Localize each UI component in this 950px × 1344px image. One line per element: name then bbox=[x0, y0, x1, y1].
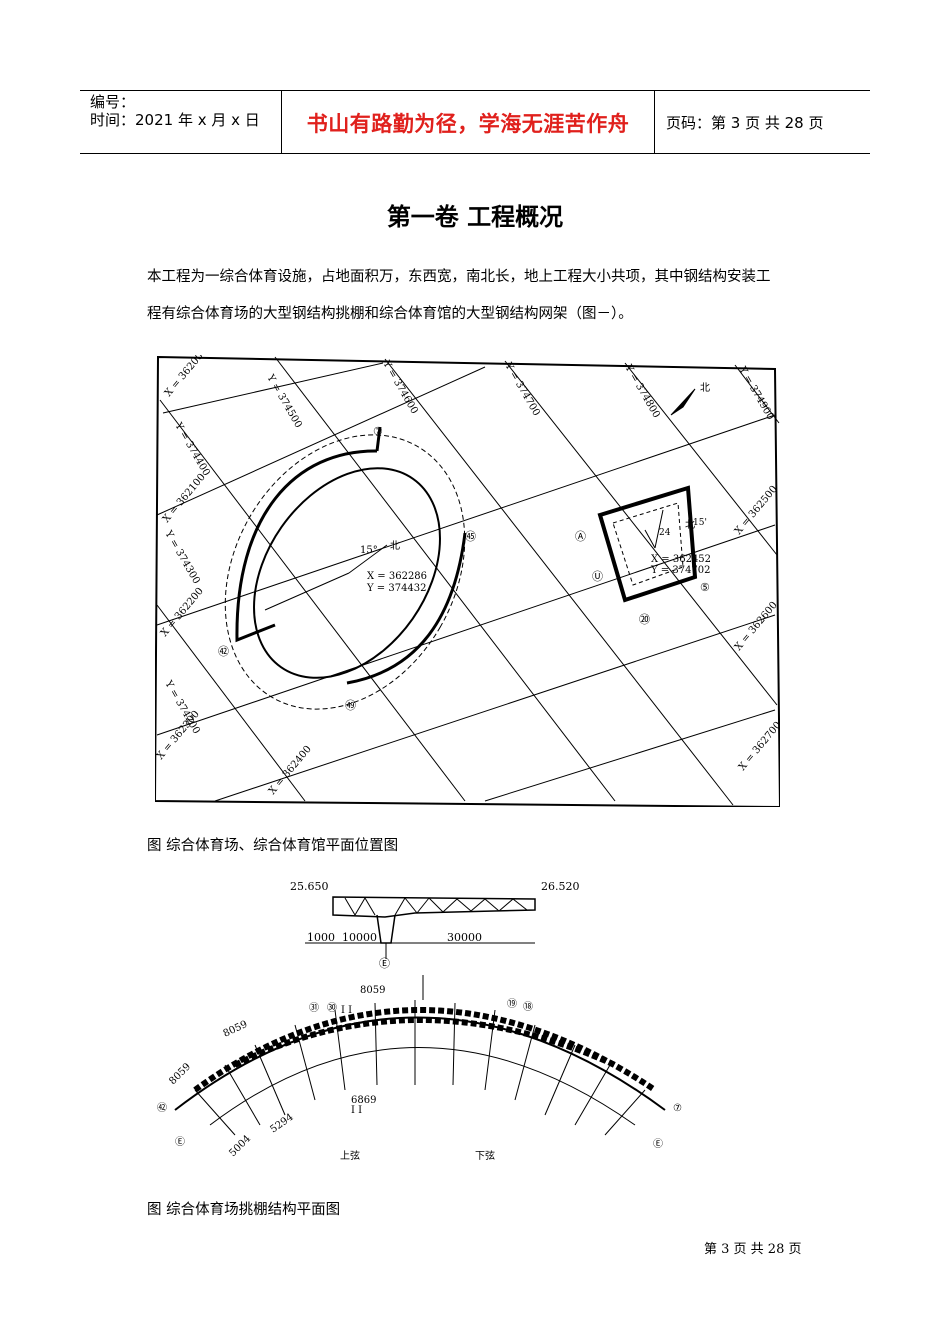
angle-label: 15° bbox=[360, 545, 378, 556]
grid-label: X = 362100 bbox=[161, 472, 208, 525]
span-label: 8059 bbox=[167, 1061, 193, 1087]
time-line: 时间：2021 年 x 月 x 日 bbox=[90, 111, 260, 129]
gym-plan bbox=[597, 485, 698, 603]
grid-label: X = 362300 bbox=[155, 709, 202, 762]
angle-label: 15' bbox=[693, 518, 707, 528]
dimension-label: 30000 bbox=[447, 931, 482, 944]
elevation-label: 25.650 bbox=[290, 880, 329, 893]
canopy-section bbox=[305, 896, 536, 959]
span-label: 8059 bbox=[222, 1019, 250, 1040]
axis-mark: Ⓐ bbox=[575, 530, 586, 543]
axis-mark: ⑤ bbox=[700, 581, 710, 594]
axis-mark: ⑦ bbox=[373, 425, 383, 438]
span-label: 6869 bbox=[351, 1095, 376, 1106]
figure-caption: 图 综合体育场、综合体育馆平面位置图 bbox=[147, 838, 399, 854]
header-motto: 书山有路勤为径，学海无涯苦作舟 bbox=[306, 112, 630, 136]
axis-mark: ㉚ bbox=[327, 1002, 337, 1014]
body-paragraph: 本工程为一综合体育设施，占地面积万，东西宽，南北长，地上工程大小共项，其中钢结构… bbox=[147, 269, 771, 285]
header-meta: 编号： 时间：2021 年 x 月 x 日 bbox=[90, 93, 260, 129]
dimension-label: 1000 bbox=[307, 931, 335, 944]
north-arrow bbox=[670, 388, 696, 416]
span-label: 5294 bbox=[268, 1112, 295, 1136]
north-label: 北 bbox=[700, 382, 710, 394]
dimension-label: 10000 bbox=[342, 931, 377, 944]
north-label: 北 bbox=[390, 540, 400, 552]
stadium-plan bbox=[224, 426, 467, 710]
grid-label: X = 362700 bbox=[737, 720, 780, 773]
north-label: 北 bbox=[685, 519, 695, 531]
grid-label: Y = 374500 bbox=[264, 372, 304, 430]
grid-label: Y = 374900 bbox=[736, 364, 776, 422]
elevation-label: 26.520 bbox=[541, 880, 580, 893]
number-label: 编号： bbox=[90, 93, 136, 111]
grid-label: X = 362200 bbox=[159, 586, 206, 639]
section-mark: I I bbox=[341, 1005, 352, 1016]
axis-mark: ㉛ bbox=[309, 1002, 319, 1014]
header-divider bbox=[654, 91, 655, 153]
page-footer: 第 3 页 共 28 页 bbox=[704, 1242, 802, 1257]
grid-label: Y = 374600 bbox=[380, 358, 420, 416]
page-header: 编号： 时间：2021 年 x 月 x 日 书山有路勤为径，学海无涯苦作舟 页码… bbox=[80, 90, 870, 154]
coord-y: Y = 374702 bbox=[650, 565, 711, 576]
page-title: 第一卷 工程概况 bbox=[386, 203, 564, 231]
chord-label: 上弦 bbox=[340, 1149, 360, 1162]
axis-mark: ⑲ bbox=[507, 998, 517, 1010]
angle-label: 24 bbox=[659, 528, 671, 538]
span-label: 8059 bbox=[360, 985, 385, 996]
grid-label: Y = 374400 bbox=[172, 420, 212, 478]
chord-label: 下弦 bbox=[475, 1149, 495, 1162]
axis-mark: ⑳ bbox=[639, 613, 650, 626]
stadium-labels: ⑦ ㊷ ㊾ ㊺ X = 362286 Y = 374432 15° bbox=[218, 425, 476, 712]
header-divider bbox=[281, 91, 282, 153]
span-label: 5004 bbox=[227, 1133, 253, 1159]
coord-x: X = 362452 bbox=[651, 554, 711, 565]
axis-mark: ⑦ bbox=[673, 1103, 682, 1114]
figure-caption: 图 综合体育场挑棚结构平面图 bbox=[147, 1202, 341, 1218]
grid-label: Y = 374700 bbox=[502, 360, 542, 418]
axis-mark: ㊷ bbox=[218, 645, 229, 658]
gym-labels: Ⓐ Ⓤ ⑳ ⑤ X = 362452 Y = 374702 24 15' bbox=[575, 518, 711, 626]
coordinate-grid bbox=[156, 356, 780, 806]
body-paragraph: 程有综合体育场的大型钢结构挑棚和综合体育馆的大型钢结构网架（图－）。 bbox=[147, 306, 633, 322]
axis-mark: ㊾ bbox=[345, 699, 356, 712]
canopy-plan bbox=[174, 975, 666, 1136]
grid-label: Y = 374300 bbox=[162, 528, 202, 586]
grid-label: Y = 374800 bbox=[622, 362, 662, 420]
coord-y: Y = 374432 bbox=[366, 583, 427, 594]
header-page-info: 页码：第 3 页 共 28 页 bbox=[666, 114, 824, 132]
coord-x: X = 362286 bbox=[367, 571, 427, 582]
axis-mark: ㊷ bbox=[157, 1102, 167, 1114]
site-plan-figure: X = 362000 Y = 374400 Y = 374500 Y = 374… bbox=[155, 355, 780, 807]
figure-frame bbox=[155, 355, 780, 807]
axis-mark: Ⓔ bbox=[175, 1136, 185, 1148]
axis-mark: Ⓔ bbox=[379, 957, 390, 970]
canopy-structure-figure: 25.650 26.520 1000 10000 30000 Ⓔ 8059 80… bbox=[157, 880, 682, 1162]
axis-mark: ㊺ bbox=[465, 530, 476, 543]
axis-mark: Ⓔ bbox=[653, 1138, 663, 1150]
axis-mark: Ⓤ bbox=[592, 570, 603, 583]
grid-label: X = 362000 bbox=[163, 355, 210, 399]
axis-mark: ⑱ bbox=[523, 1001, 533, 1013]
section-mark: I I bbox=[351, 1105, 362, 1116]
